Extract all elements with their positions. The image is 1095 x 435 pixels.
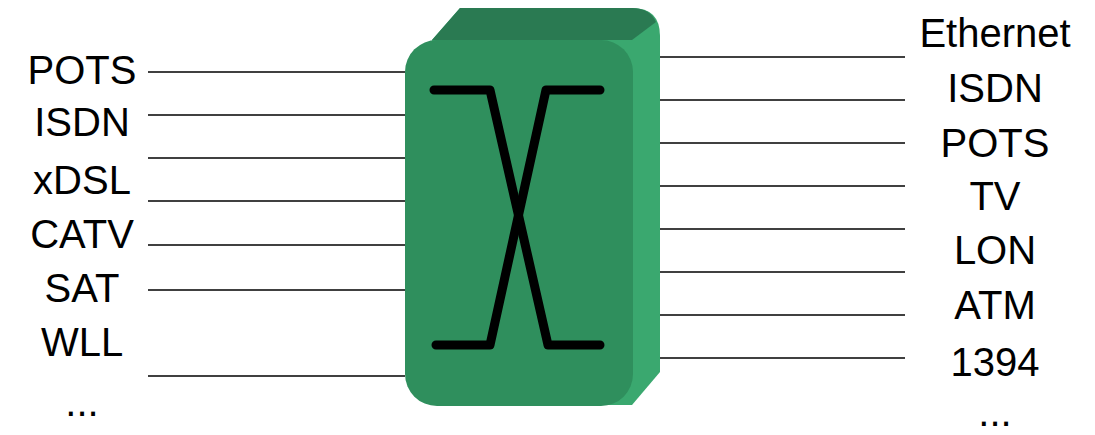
- interface-label: SAT: [45, 268, 120, 308]
- interface-label: ...: [65, 382, 98, 422]
- interface-label: POTS: [941, 123, 1050, 163]
- interface-label: LON: [954, 230, 1036, 270]
- interface-label: ...: [978, 392, 1011, 432]
- interface-label: TV: [969, 176, 1020, 216]
- interface-label: xDSL: [33, 160, 131, 200]
- interface-label: ISDN: [34, 102, 130, 142]
- input-wires: [148, 72, 405, 376]
- interface-label: 1394: [951, 342, 1040, 382]
- box-top: [432, 8, 656, 40]
- box-front: [405, 40, 633, 406]
- interface-label: ATM: [954, 285, 1035, 325]
- interface-label: POTS: [28, 50, 137, 90]
- crossbar-symbol: [434, 90, 600, 345]
- interface-label: ISDN: [947, 68, 1043, 108]
- interface-label: WLL: [41, 322, 123, 362]
- interface-label: CATV: [30, 214, 134, 254]
- interface-label: Ethernet: [919, 13, 1070, 53]
- output-wires: [645, 57, 905, 358]
